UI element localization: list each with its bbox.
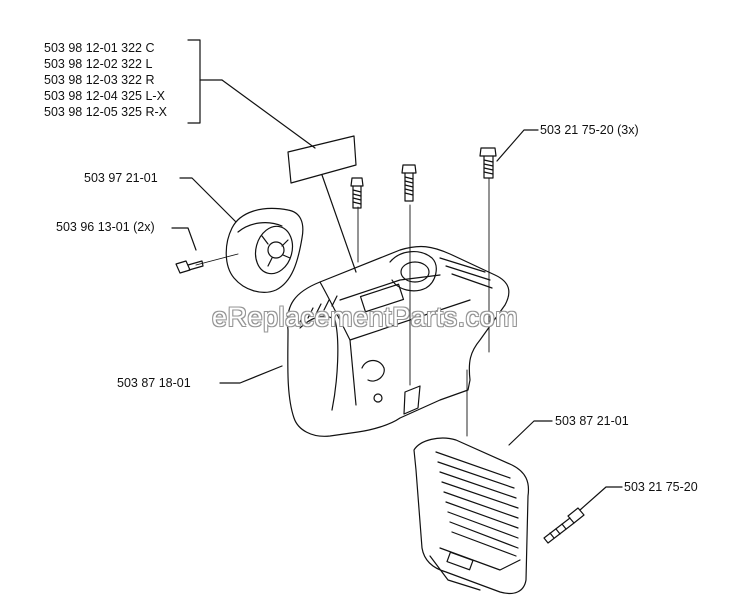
screw-bottom-right <box>543 507 585 544</box>
label-group-bracket <box>187 39 316 149</box>
label-filter-cover: 503 97 21-01 <box>84 171 158 185</box>
assembly-lines <box>195 177 490 437</box>
label-screw-single: 503 21 75-20 <box>624 480 698 494</box>
leader-lines <box>171 129 623 511</box>
label-screws-3x: 503 21 75-20 (3x) <box>540 123 639 137</box>
label-group-line-1: 503 98 12-01 322 C <box>44 41 155 55</box>
watermark: eReplacementParts.com <box>212 302 519 332</box>
top-cover <box>286 245 510 437</box>
cylinder-cover <box>413 437 530 595</box>
screw-left <box>350 177 364 209</box>
label-cylinder-cover: 503 87 21-01 <box>555 414 629 428</box>
label-group-line-2: 503 98 12-02 322 L <box>44 57 153 71</box>
label-group-line-3: 503 98 12-03 322 R <box>44 73 155 87</box>
filter-cover <box>225 207 304 293</box>
label-group-line-4: 503 98 12-04 325 L-X <box>44 89 165 103</box>
decal-sticker <box>287 135 357 273</box>
screw-middle <box>401 164 417 202</box>
label-group-line-5: 503 98 12-05 325 R-X <box>44 105 168 119</box>
screw-right <box>479 147 497 179</box>
screw-small-left <box>175 260 204 274</box>
label-screw-2x: 503 96 13-01 (2x) <box>56 220 155 234</box>
label-top-cover: 503 87 18-01 <box>117 376 191 390</box>
